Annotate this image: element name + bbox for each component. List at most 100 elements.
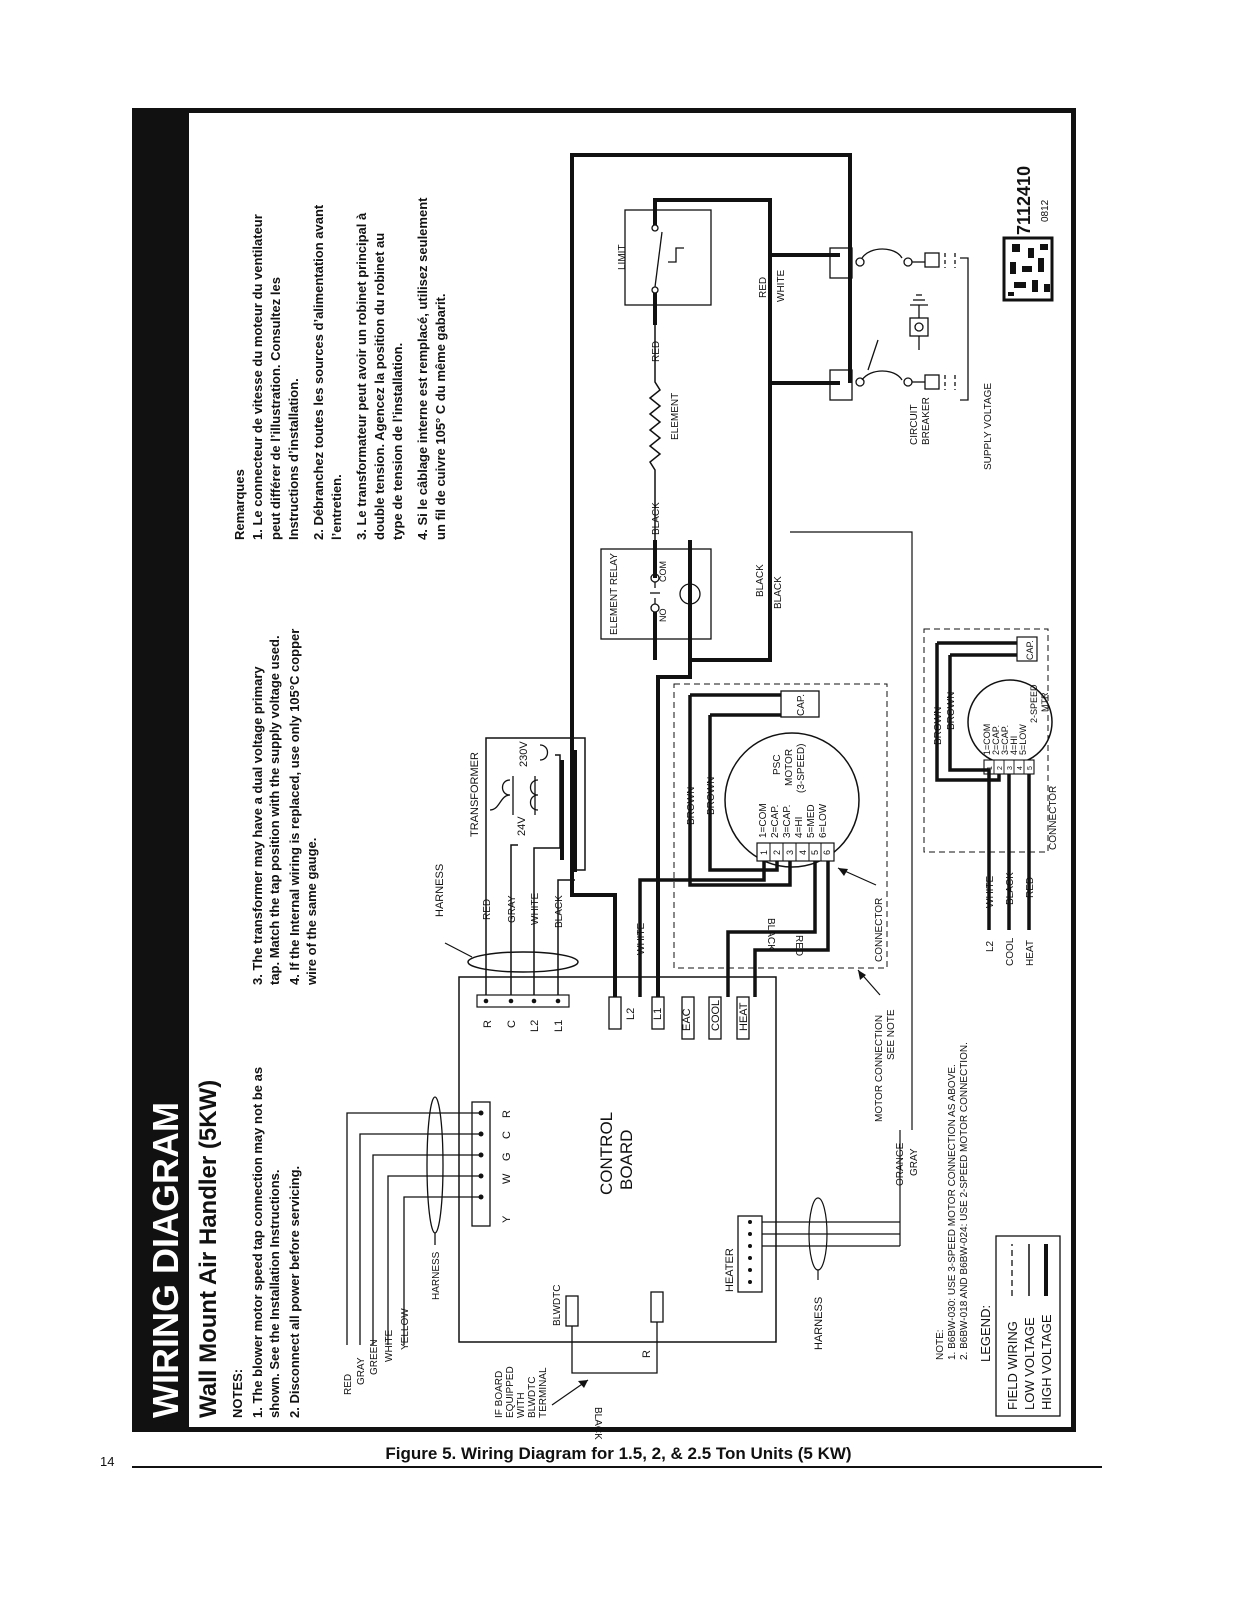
- wire-label: BLACK: [773, 576, 784, 609]
- subtitle: Wall Mount Air Handler (5KW): [195, 1080, 222, 1418]
- motor3-pins: 1 2 3 4 5 6: [759, 850, 832, 855]
- wire-label: RED: [482, 899, 493, 920]
- motor3-tap: 3=CAP.: [782, 805, 793, 838]
- wire-label-red: RED: [343, 1374, 354, 1395]
- blwdtc-note-line: WITH: [516, 1392, 527, 1418]
- breaker-label-line: CIRCUIT: [909, 404, 920, 445]
- transformer-coils: [489, 744, 549, 815]
- banner-title: WIRING DIAGRAM: [145, 1102, 186, 1418]
- wire-label-green: GREEN: [369, 1339, 380, 1375]
- element-relay-label: ELEMENT RELAY: [609, 553, 620, 635]
- heater-plug: [737, 1215, 763, 1293]
- data-matrix-barcode: [1002, 236, 1054, 302]
- note-line: 4. If the Internal wiring is replaced, u…: [287, 629, 302, 985]
- motor3-title-line: (3-SPEED): [796, 744, 807, 793]
- heater-harness: [762, 1197, 900, 1280]
- motor3-tap: 2=CAP.: [770, 805, 781, 838]
- motor2-tap: 2=CAP.: [991, 725, 1001, 755]
- motor2-tap: 5=LOW: [1018, 724, 1028, 755]
- motor3-pin: 1: [759, 850, 769, 855]
- relay-wires: [653, 530, 772, 662]
- motor3-title-line: PSC: [772, 754, 783, 775]
- blwdtc-note: IF BOARD EQUIPPED WITH BLWDTC TERMINAL: [494, 1366, 549, 1418]
- legend-title: LEGEND:: [978, 1305, 993, 1362]
- r-label: R: [641, 1350, 653, 1358]
- header-banner: [137, 113, 189, 1427]
- wire-label-gray: GRAY: [356, 1357, 367, 1385]
- heating-element: [648, 325, 662, 540]
- motor3-capacitor: [780, 690, 820, 718]
- thermostat-wire-labels: RED GRAY GREEN WHITE YELLOW HARNESS: [343, 1251, 442, 1395]
- motor2-tap: 3=CAP.: [1000, 725, 1010, 755]
- motor2-pin: 3: [1007, 766, 1014, 770]
- motor-connection-line: MOTOR CONNECTION: [874, 1015, 885, 1122]
- board-top-terminals: [476, 994, 570, 1008]
- motor2-lead-heat: HEAT: [1025, 940, 1036, 966]
- wire-label: RED: [1025, 877, 1036, 898]
- motor3-circle: [724, 732, 860, 868]
- board-terminal-cool: COOL: [710, 1000, 722, 1031]
- doc-number: 7112410: [1014, 166, 1034, 235]
- wire-label: BROWN: [686, 787, 697, 825]
- motor2-tap: 1=COM: [982, 724, 992, 755]
- motor2-capacitor: [1016, 636, 1038, 662]
- terminal-c: C: [501, 1131, 513, 1139]
- blwdtc-note-line: EQUIPPED: [505, 1366, 516, 1418]
- motor3-taps: 1=COM 2=CAP. 3=CAP. 4=HI 5=MED 6=LOW: [758, 803, 829, 838]
- wire-label: RED: [758, 277, 769, 298]
- motor-connection-note: MOTOR CONNECTION SEE NOTE ORANGE GRAY: [874, 1009, 920, 1186]
- transformer-harness-label: HARNESS: [434, 864, 446, 917]
- motor2-wires: [935, 641, 1031, 865]
- motor2-pin: 5: [1027, 766, 1034, 770]
- limit-label: LIMIT: [617, 244, 628, 270]
- note-line: 2. Disconnect all power before servicing…: [287, 1166, 302, 1418]
- motor2-cap-label: CAP.: [1025, 640, 1035, 660]
- blwdtc-arrow-head: [578, 1380, 588, 1388]
- element-red-label: RED: [651, 341, 662, 362]
- wire-label: BLACK: [755, 564, 766, 597]
- remarque-line: 4. Si le câblage interne est remplacé, u…: [415, 197, 430, 540]
- r-terminal: [650, 1291, 664, 1323]
- note-line: shown. See the Installation Instructions…: [267, 1170, 282, 1418]
- breaker-labels: CIRCUIT BREAKER SUPPLY VOLTAGE: [909, 383, 994, 470]
- wire-label-yellow: YELLOW: [400, 1308, 411, 1350]
- board-right-terminal-labels: L2 L1 EAC COOL HEAT: [625, 1000, 750, 1031]
- remarque-line: 3. Le transformateur peut avoir un robin…: [354, 212, 369, 540]
- motor3-pin: 3: [785, 850, 795, 855]
- notes-french: Remarques 1. Le connecteur de vitesse du…: [232, 197, 448, 540]
- motor3-tap: 5=MED: [806, 804, 817, 838]
- board-terminal-l1: L1: [553, 1020, 565, 1032]
- harness-leader: [444, 942, 473, 958]
- control-board-label-2: BOARD: [617, 1130, 636, 1190]
- limit-contacts: [651, 224, 684, 294]
- legend-field-wiring: FIELD WIRING: [1005, 1321, 1020, 1410]
- note-line: tap. Match the tap position with the sup…: [267, 635, 282, 985]
- remarques-title: Remarques: [232, 469, 247, 540]
- harness-lower-label: HARNESS: [813, 1297, 825, 1350]
- harness-label: HARNESS: [431, 1251, 442, 1300]
- motor3-dashed-box: [673, 683, 888, 969]
- doc-date: 0812: [1040, 199, 1051, 222]
- motor3-title-line: MOTOR: [784, 749, 795, 786]
- wire-label: RED: [793, 935, 804, 956]
- breaker-label-line: BREAKER: [921, 397, 932, 445]
- motor3-pin: 5: [810, 850, 820, 855]
- blwdtc-terminal: [565, 1295, 579, 1327]
- motor2-pin: 4: [1017, 766, 1024, 770]
- terminal-g: G: [501, 1152, 513, 1161]
- wire-label: WHITE: [985, 875, 996, 908]
- remarque-line: Instructions d’installation.: [286, 378, 301, 540]
- board-terminal-c: C: [506, 1020, 518, 1028]
- wire-label-white: WHITE: [384, 1329, 395, 1362]
- note-line: 3. The transformer may have a dual volta…: [250, 666, 265, 985]
- motor2-taps: 1=COM 2=CAP. 3=CAP. 4=HI 5=LOW 2-SPEED M…: [982, 684, 1050, 755]
- terminal-w: W: [501, 1173, 513, 1184]
- motor2-connector-label: CONNECTOR: [1048, 786, 1059, 850]
- legend-low-voltage: LOW VOLTAGE: [1022, 1317, 1037, 1410]
- thermostat-terminal-strip: [471, 1101, 491, 1227]
- board-terminal-l1b: L1: [652, 1008, 664, 1020]
- blwdtc-note-line: TERMINAL: [538, 1367, 549, 1418]
- motor3-pin: 4: [798, 850, 808, 855]
- relay-com-label: COM: [658, 561, 668, 582]
